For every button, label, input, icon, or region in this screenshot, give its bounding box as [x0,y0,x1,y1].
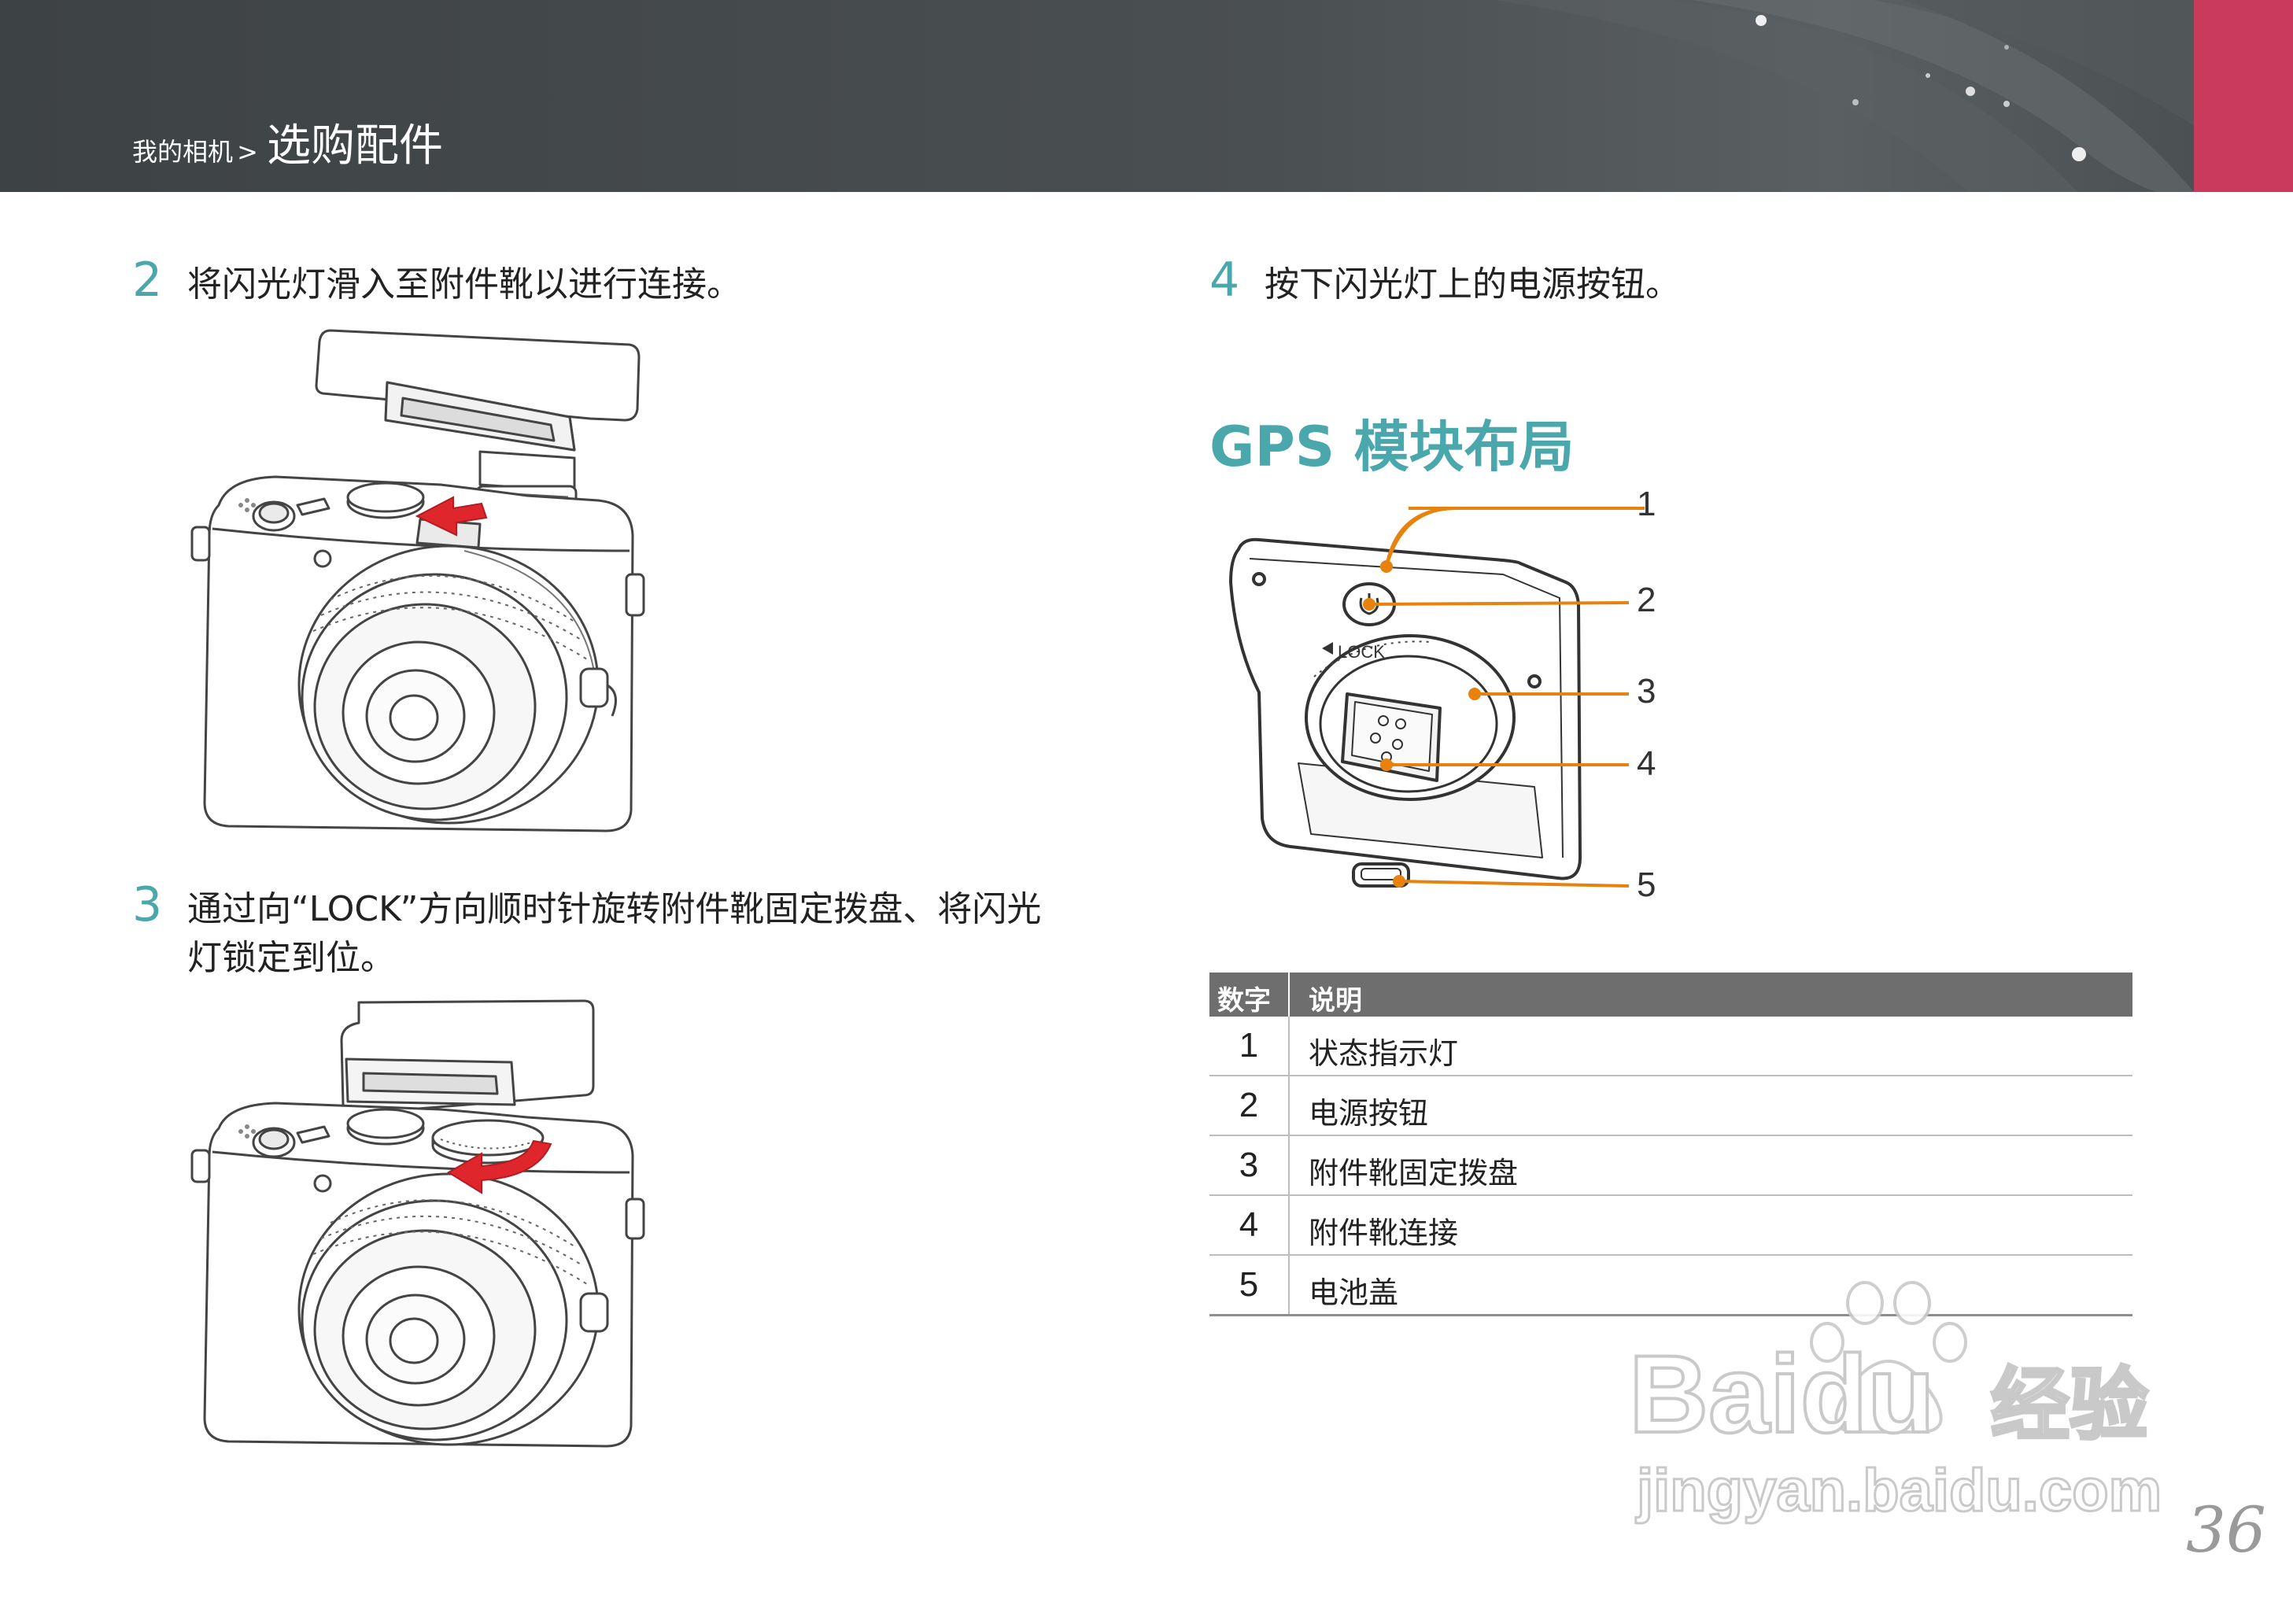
row-number: 5 [1239,1265,1259,1304]
step-text-line1: 通过向“LOCK”方向顺时针旋转附件靴固定拨盘、将闪光 [187,889,1042,929]
watermark-brand: Baidu [1629,1332,1935,1456]
gps-module-diagram: LOCK [1229,507,1645,888]
row-description: 电源按钮 [1309,1096,1429,1131]
row-number: 4 [1239,1205,1259,1244]
step-number: 2 [132,253,163,308]
table-header-description: 说明 [1309,985,1362,1017]
table-row: 4 附件靴连接 [1209,1196,2132,1256]
callout-1: 1 [1637,485,1656,523]
watermark-url: jingyan.baidu.com [1635,1457,2162,1524]
breadcrumb-parent[interactable]: 我的相机 [132,137,234,167]
step-number: 3 [132,877,163,932]
header-accent-bar [2194,0,2293,192]
callout-3: 3 [1637,672,1656,710]
row-description: 电池盖 [1309,1275,1399,1310]
step-text: 将闪光灯滑入至附件靴以进行连接。 [187,264,741,304]
page-header: 我的相机 > 选购配件 [0,0,2293,192]
step-2: 2 将闪光灯滑入至附件靴以进行连接。 [132,257,1155,312]
table-header: 数字 说明 [1209,973,2132,1017]
camera-flash-attach-illustration [190,329,645,832]
watermark-brand-suffix: 经验 [1991,1359,2148,1451]
callout-2: 2 [1637,581,1656,619]
gps-parts-table: 数字 说明 1 状态指示灯 2 电源按钮 3 附件靴固定拨盘 4 附件靴连接 5… [1209,973,2132,1316]
row-description: 附件靴固定拨盘 [1309,1156,1519,1190]
table-row: 1 状态指示灯 [1209,1017,2132,1076]
step-number: 4 [1209,253,1240,308]
row-number: 1 [1239,1026,1259,1065]
camera-flash-lock-illustration [190,999,645,1448]
row-number: 3 [1239,1146,1259,1184]
row-description: 附件靴连接 [1309,1216,1459,1250]
row-description: 状态指示灯 [1309,1036,1459,1071]
breadcrumb-current: 选购配件 [267,120,444,172]
table-row: 3 附件靴固定拨盘 [1209,1136,2132,1196]
callout-line-top [1409,507,1629,510]
table-row: 5 电池盖 [1209,1256,2132,1316]
step-4: 4 按下闪光灯上的电源按钮。 [1209,257,2154,312]
gps-section-title: GPS 模块布局 [1209,415,1575,479]
step-3: 3 通过向“LOCK”方向顺时针旋转附件靴固定拨盘、将闪光 灯锁定到位。 [132,881,1155,988]
header-swirl-decoration [1495,0,2194,192]
callout-4: 4 [1637,744,1656,783]
callout-5: 5 [1637,866,1656,904]
page-number: 36 [2186,1493,2266,1567]
step-text: 按下闪光灯上的电源按钮。 [1265,264,1680,304]
table-row: 2 电源按钮 [1209,1076,2132,1136]
row-number: 2 [1239,1086,1259,1124]
step-text-line2: 灯锁定到位。 [187,938,395,978]
breadcrumb: 我的相机 > 选购配件 [132,110,443,174]
table-header-number: 数字 [1217,985,1271,1017]
baidu-jingyan-watermark: Baidu 经验 jingyan.baidu.com [1627,1281,2163,1526]
lock-label: LOCK [1338,642,1385,662]
breadcrumb-separator: > [237,137,258,167]
